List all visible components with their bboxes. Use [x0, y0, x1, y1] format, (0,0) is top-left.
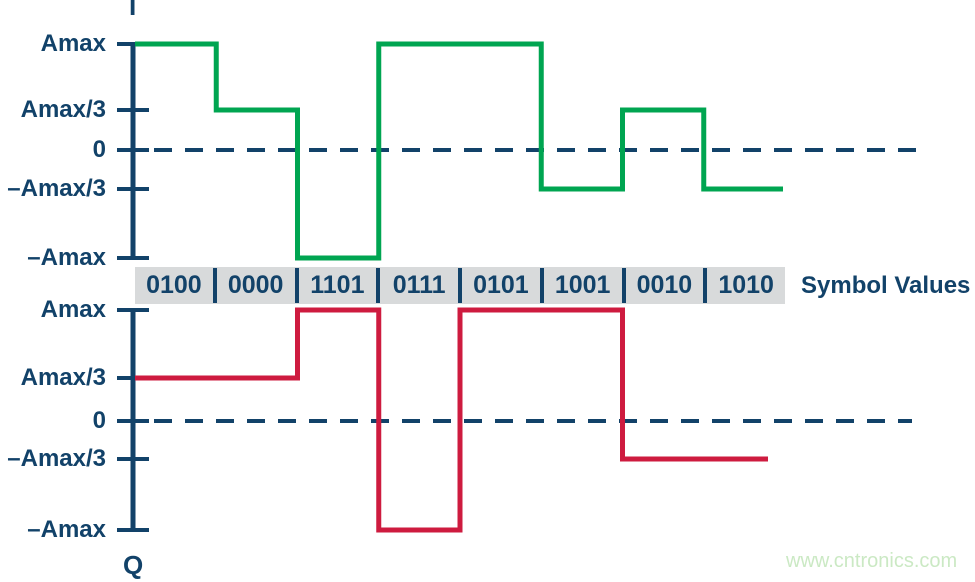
y-tick-label: Amax	[40, 30, 106, 57]
symbol-value: 1001	[554, 271, 611, 299]
y-tick-label: –Amax/3	[7, 445, 106, 472]
symbol-separator	[212, 268, 217, 303]
symbol-value: 1101	[310, 271, 365, 299]
y-tick-label: –Amax/3	[7, 175, 106, 202]
symbol-band: 0100 0000 1101 0111 0101 1001 0010 1010	[135, 267, 785, 304]
y-tick-label: 0	[92, 407, 106, 434]
symbol-value: 0000	[227, 271, 284, 299]
watermark-text: www.cntronics.com	[786, 550, 958, 572]
symbol-separator	[539, 268, 544, 303]
symbol-value: 0101	[473, 271, 529, 299]
y-tick-label: Amax	[40, 296, 106, 323]
symbol-value: 0100	[146, 271, 202, 299]
symbol-value: 1010	[718, 271, 774, 299]
q-axis-label: Q	[123, 550, 144, 580]
symbol-value: 0111	[392, 271, 446, 299]
y-tick-label: –Amax	[27, 244, 106, 271]
symbol-separator	[621, 268, 626, 303]
symbol-separator	[458, 268, 462, 303]
i-waveform-line	[135, 41, 783, 261]
y-tick-label: Amax/3	[20, 96, 106, 123]
q-waveform-line	[135, 307, 768, 533]
symbol-separator	[703, 268, 708, 303]
y-tick-label: Amax/3	[20, 364, 106, 391]
i-axis-label: I	[129, 0, 137, 21]
y-tick-label: 0	[92, 136, 106, 163]
symbol-separator	[294, 268, 299, 303]
symbol-separator	[376, 268, 381, 303]
y-tick-label: –Amax	[27, 516, 106, 543]
symbol-values-label: Symbol Values	[801, 272, 971, 299]
symbol-value: 0010	[636, 271, 693, 299]
